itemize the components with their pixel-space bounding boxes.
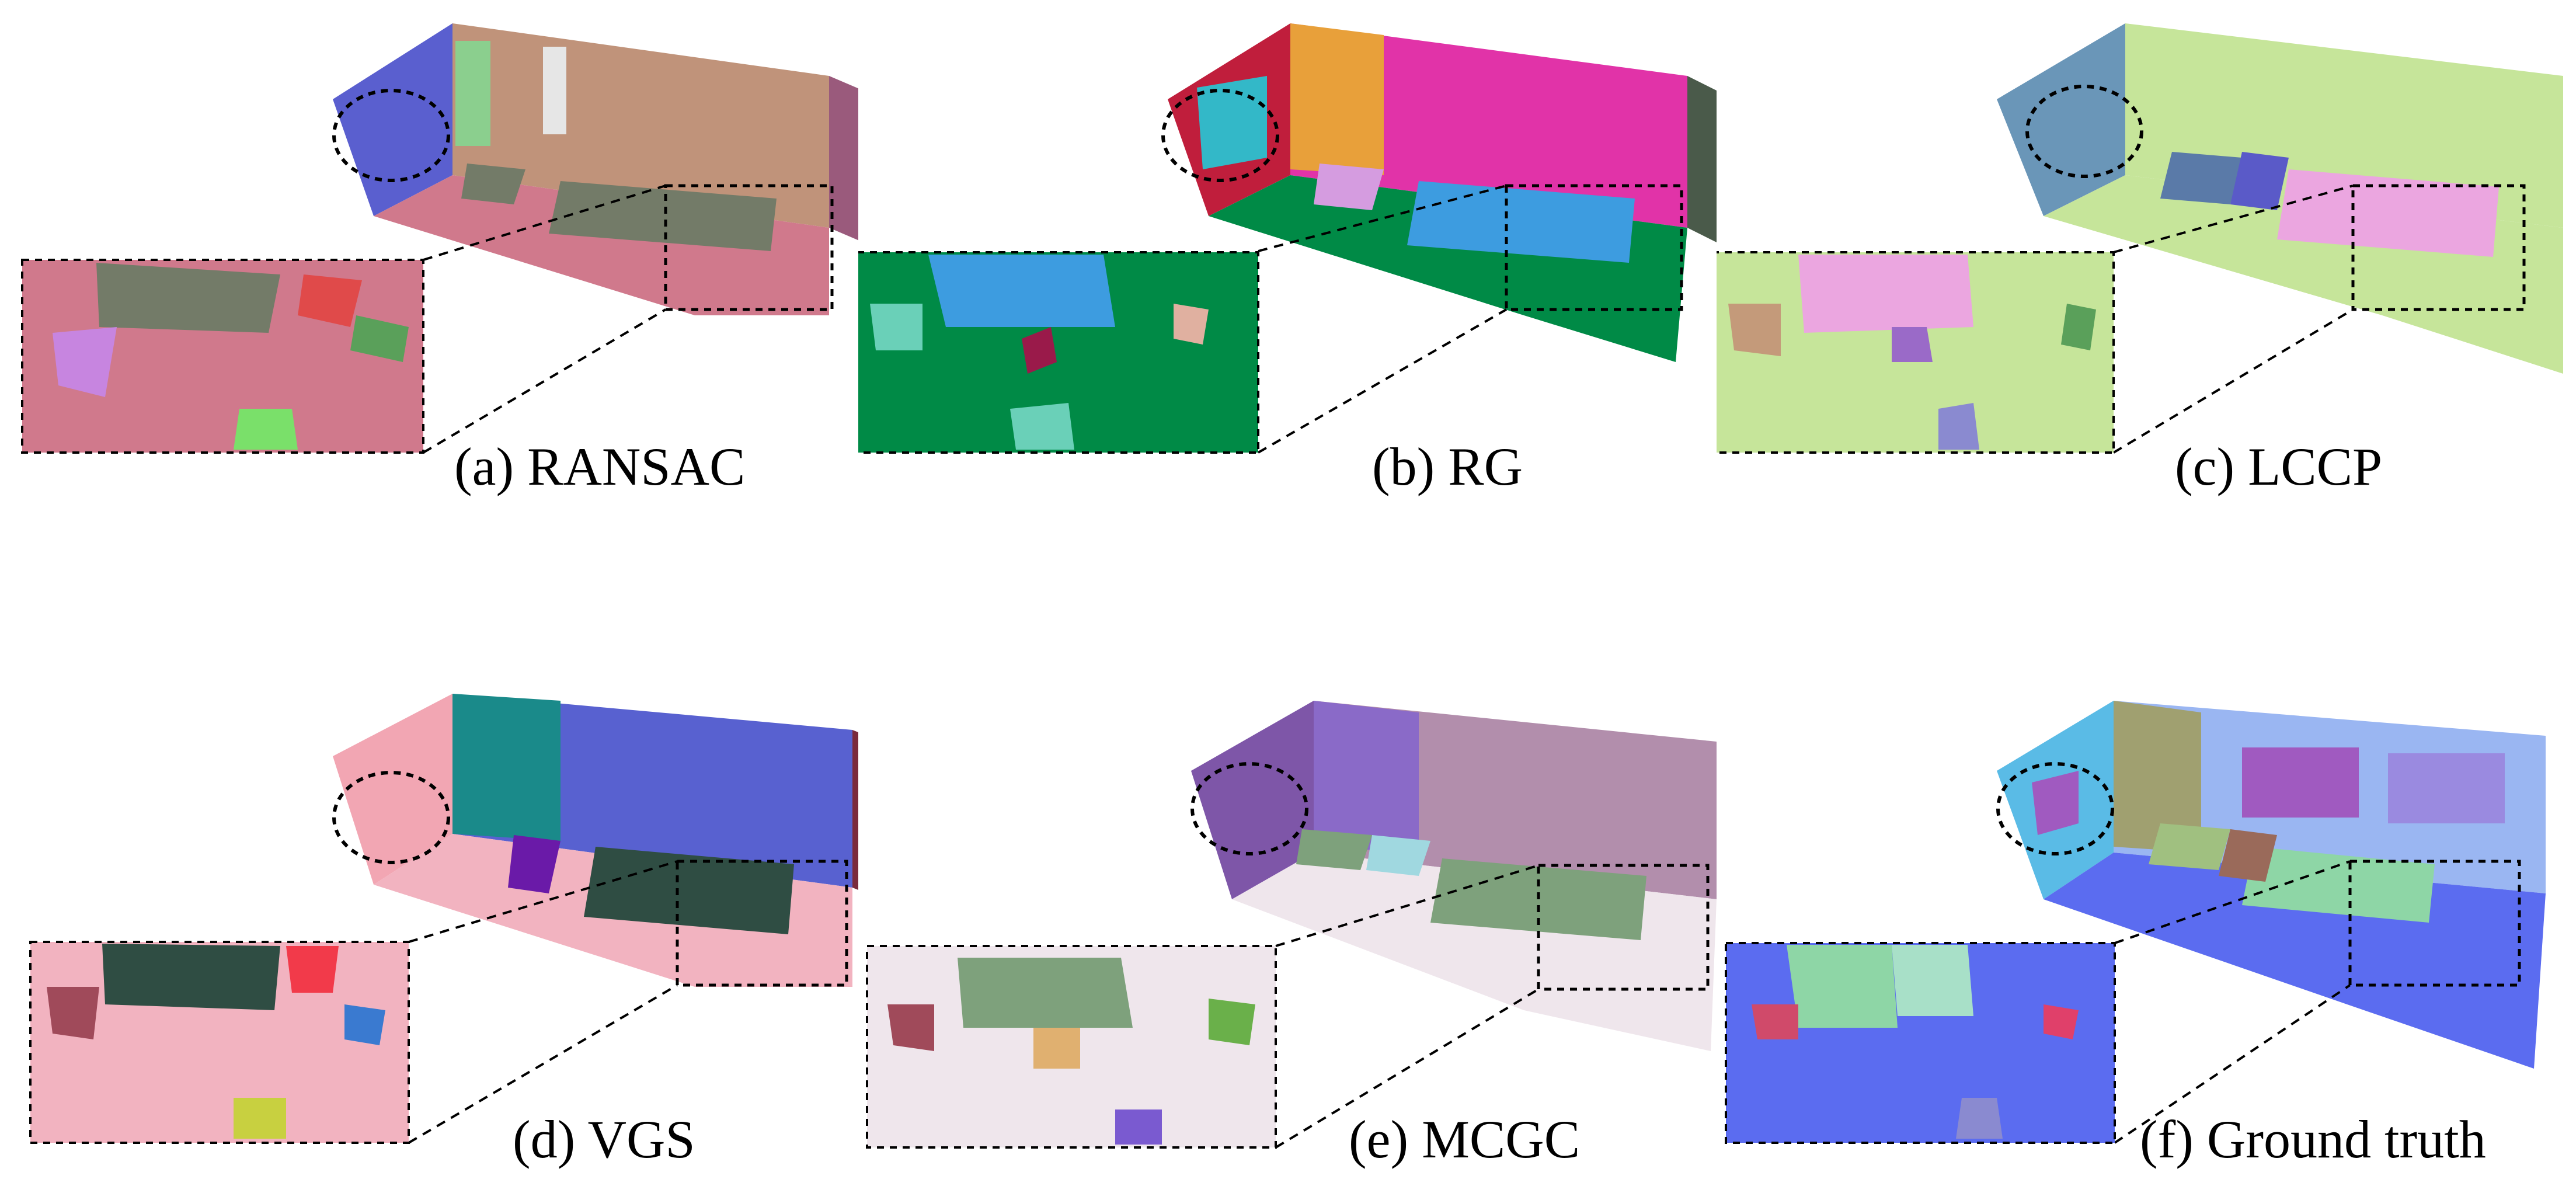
lccp-segmentation-image	[1717, 23, 2563, 454]
caption-b: (b) RG	[1372, 437, 1523, 496]
ground-truth-segmentation-image	[1725, 701, 2546, 1144]
panel-rg: (b) RG	[858, 0, 1717, 526]
table-2	[461, 164, 525, 204]
rg-segmentation-image	[858, 23, 1717, 454]
floor	[374, 175, 829, 315]
panel-ground-truth: (f) Ground truth	[1717, 677, 2576, 1193]
right-wall	[829, 76, 858, 241]
left-wall	[333, 23, 452, 216]
mcgc-segmentation-image	[866, 701, 1717, 1149]
panel-lccp: (c) LCCP	[1717, 0, 2576, 526]
ransac-segmentation-image	[21, 23, 858, 454]
caption-f: (f) Ground truth	[2140, 1109, 2486, 1169]
panel-mcgc: (e) MCGC	[858, 677, 1717, 1193]
zoom-box	[664, 184, 834, 311]
panel-ransac: (a) RANSAC	[0, 0, 858, 526]
panel-vgs: (d) VGS	[0, 677, 858, 1193]
highlight-circle	[332, 89, 450, 182]
caption-c: (c) LCCP	[2175, 437, 2383, 496]
vgs-segmentation-image	[29, 694, 858, 1144]
caption-d: (d) VGS	[513, 1109, 695, 1169]
caption-a: (a) RANSAC	[454, 437, 746, 496]
caption-e: (e) MCGC	[1349, 1109, 1581, 1169]
table	[549, 181, 777, 251]
